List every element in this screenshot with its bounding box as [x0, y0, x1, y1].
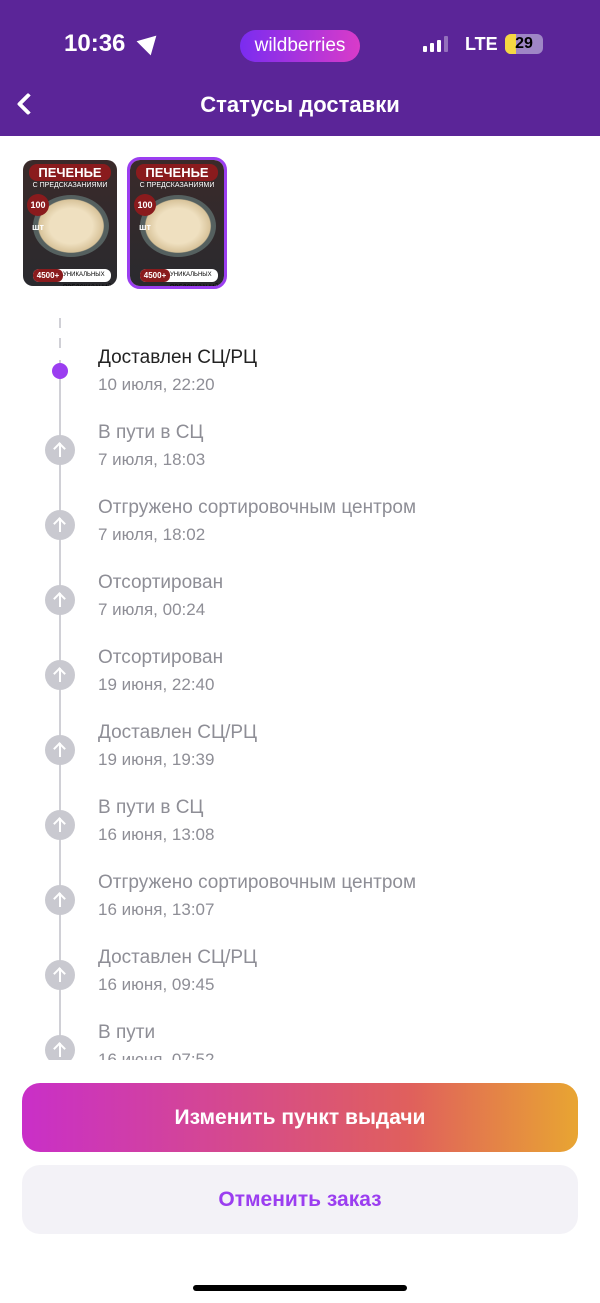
status-title: Отгружено сортировочным центром [98, 497, 417, 518]
change-pickup-point-button[interactable]: Изменить пункт выдачи [22, 1083, 578, 1152]
status-title: Доставлен СЦ/РЦ [98, 347, 258, 368]
location-arrow-icon [136, 28, 164, 56]
timeline-item: Отгружено сортировочным центром 7 июля, … [0, 497, 600, 572]
timeline-item: Отгружено сортировочным центром 16 июня,… [0, 872, 600, 947]
timeline-item: Доставлен СЦ/РЦ 10 июля, 22:20 [0, 347, 600, 422]
battery-level: 29 [515, 35, 533, 52]
signal-icon [423, 36, 448, 52]
status-date: 19 июня, 22:40 [98, 675, 215, 694]
status-date: 7 июля, 00:24 [98, 600, 206, 619]
timeline-item: Доставлен СЦ/РЦ 19 июня, 19:39 [0, 722, 600, 797]
arrow-up-circle-icon [45, 735, 75, 765]
status-title: В пути в СЦ [98, 422, 204, 443]
timeline-item: В пути 16 июня, 07:52 [0, 1022, 600, 1060]
arrow-up-circle-icon [45, 960, 75, 990]
status-title: В пути в СЦ [98, 797, 204, 818]
status-time: 10:36 [64, 30, 126, 57]
timeline-line [59, 360, 61, 1060]
badge-number: 4500+ [33, 269, 63, 282]
timeline-item: Отсортирован 7 июля, 00:24 [0, 572, 600, 647]
product-title: ПЕЧЕНЬЕ [136, 164, 218, 181]
home-indicator[interactable] [193, 1285, 407, 1291]
product-subtitle: С ПРЕДСКАЗАНИЯМИ [139, 182, 215, 189]
current-status-dot-icon [52, 363, 68, 379]
footer-badge: 4500+УНИКАЛЬНЫХ ПРЕДСКАЗАНИЙ [33, 269, 112, 286]
timeline-dashed-line [59, 318, 61, 358]
status-title: Доставлен СЦ/РЦ [98, 722, 258, 743]
cancel-order-button[interactable]: Отменить заказ [22, 1165, 578, 1234]
timeline-item: Доставлен СЦ/РЦ 16 июня, 09:45 [0, 947, 600, 1022]
arrow-up-circle-icon [45, 810, 75, 840]
top-bar: 10:36 wildberries LTE 29 Статусы доставк… [0, 0, 600, 136]
count-badge: 100 шт [27, 194, 49, 232]
network-type: LTE [465, 34, 498, 54]
status-title: Отсортирован [98, 572, 224, 593]
status-date: 7 июля, 18:02 [98, 525, 206, 544]
arrow-up-circle-icon [45, 660, 75, 690]
badge-number: 4500+ [140, 269, 170, 282]
status-title: В пути [98, 1022, 156, 1043]
badge-text: УНИКАЛЬНЫХ ПРЕДСКАЗАНИЙ [63, 272, 112, 286]
timeline-item: В пути в СЦ 16 июня, 13:08 [0, 797, 600, 872]
arrow-up-circle-icon [45, 510, 75, 540]
brand-logo: wildberries [240, 30, 360, 62]
status-title: Отгружено сортировочным центром [98, 872, 417, 893]
status-title: Доставлен СЦ/РЦ [98, 947, 258, 968]
product-image[interactable]: ПЕЧЕНЬЕ С ПРЕДСКАЗАНИЯМИ 100 шт 4500+УНИ… [23, 160, 117, 286]
status-date: 16 июня, 07:52 [98, 1050, 215, 1060]
status-date: 16 июня, 13:08 [98, 825, 215, 844]
product-title: ПЕЧЕНЬЕ [29, 164, 111, 181]
arrow-up-circle-icon [45, 1035, 75, 1060]
status-title: Отсортирован [98, 647, 224, 668]
status-timeline[interactable]: Доставлен СЦ/РЦ 10 июля, 22:20 В пути в … [0, 310, 600, 1060]
status-date: 7 июля, 18:03 [98, 450, 206, 469]
battery-icon: 29 [505, 34, 543, 54]
status-date: 16 июня, 13:07 [98, 900, 215, 919]
status-date: 19 июня, 19:39 [98, 750, 215, 769]
page-title: Статусы доставки [200, 92, 400, 117]
timeline-item: Отсортирован 19 июня, 22:40 [0, 647, 600, 722]
timeline-item: В пути в СЦ 7 июля, 18:03 [0, 422, 600, 497]
product-subtitle: С ПРЕДСКАЗАНИЯМИ [32, 182, 108, 189]
product-image[interactable]: ПЕЧЕНЬЕ С ПРЕДСКАЗАНИЯМИ 100 шт 4500+УНИ… [127, 157, 227, 289]
status-date: 16 июня, 09:45 [98, 975, 215, 994]
count-badge: 100 шт [134, 194, 156, 232]
arrow-up-circle-icon [45, 585, 75, 615]
arrow-up-circle-icon [45, 435, 75, 465]
footer-badge: 4500+УНИКАЛЬНЫХ ПРЕДСКАЗАНИЙ [140, 269, 219, 286]
status-date: 10 июля, 22:20 [98, 375, 215, 394]
badge-text: УНИКАЛЬНЫХ ПРЕДСКАЗАНИЙ [170, 272, 219, 286]
arrow-up-circle-icon [45, 885, 75, 915]
